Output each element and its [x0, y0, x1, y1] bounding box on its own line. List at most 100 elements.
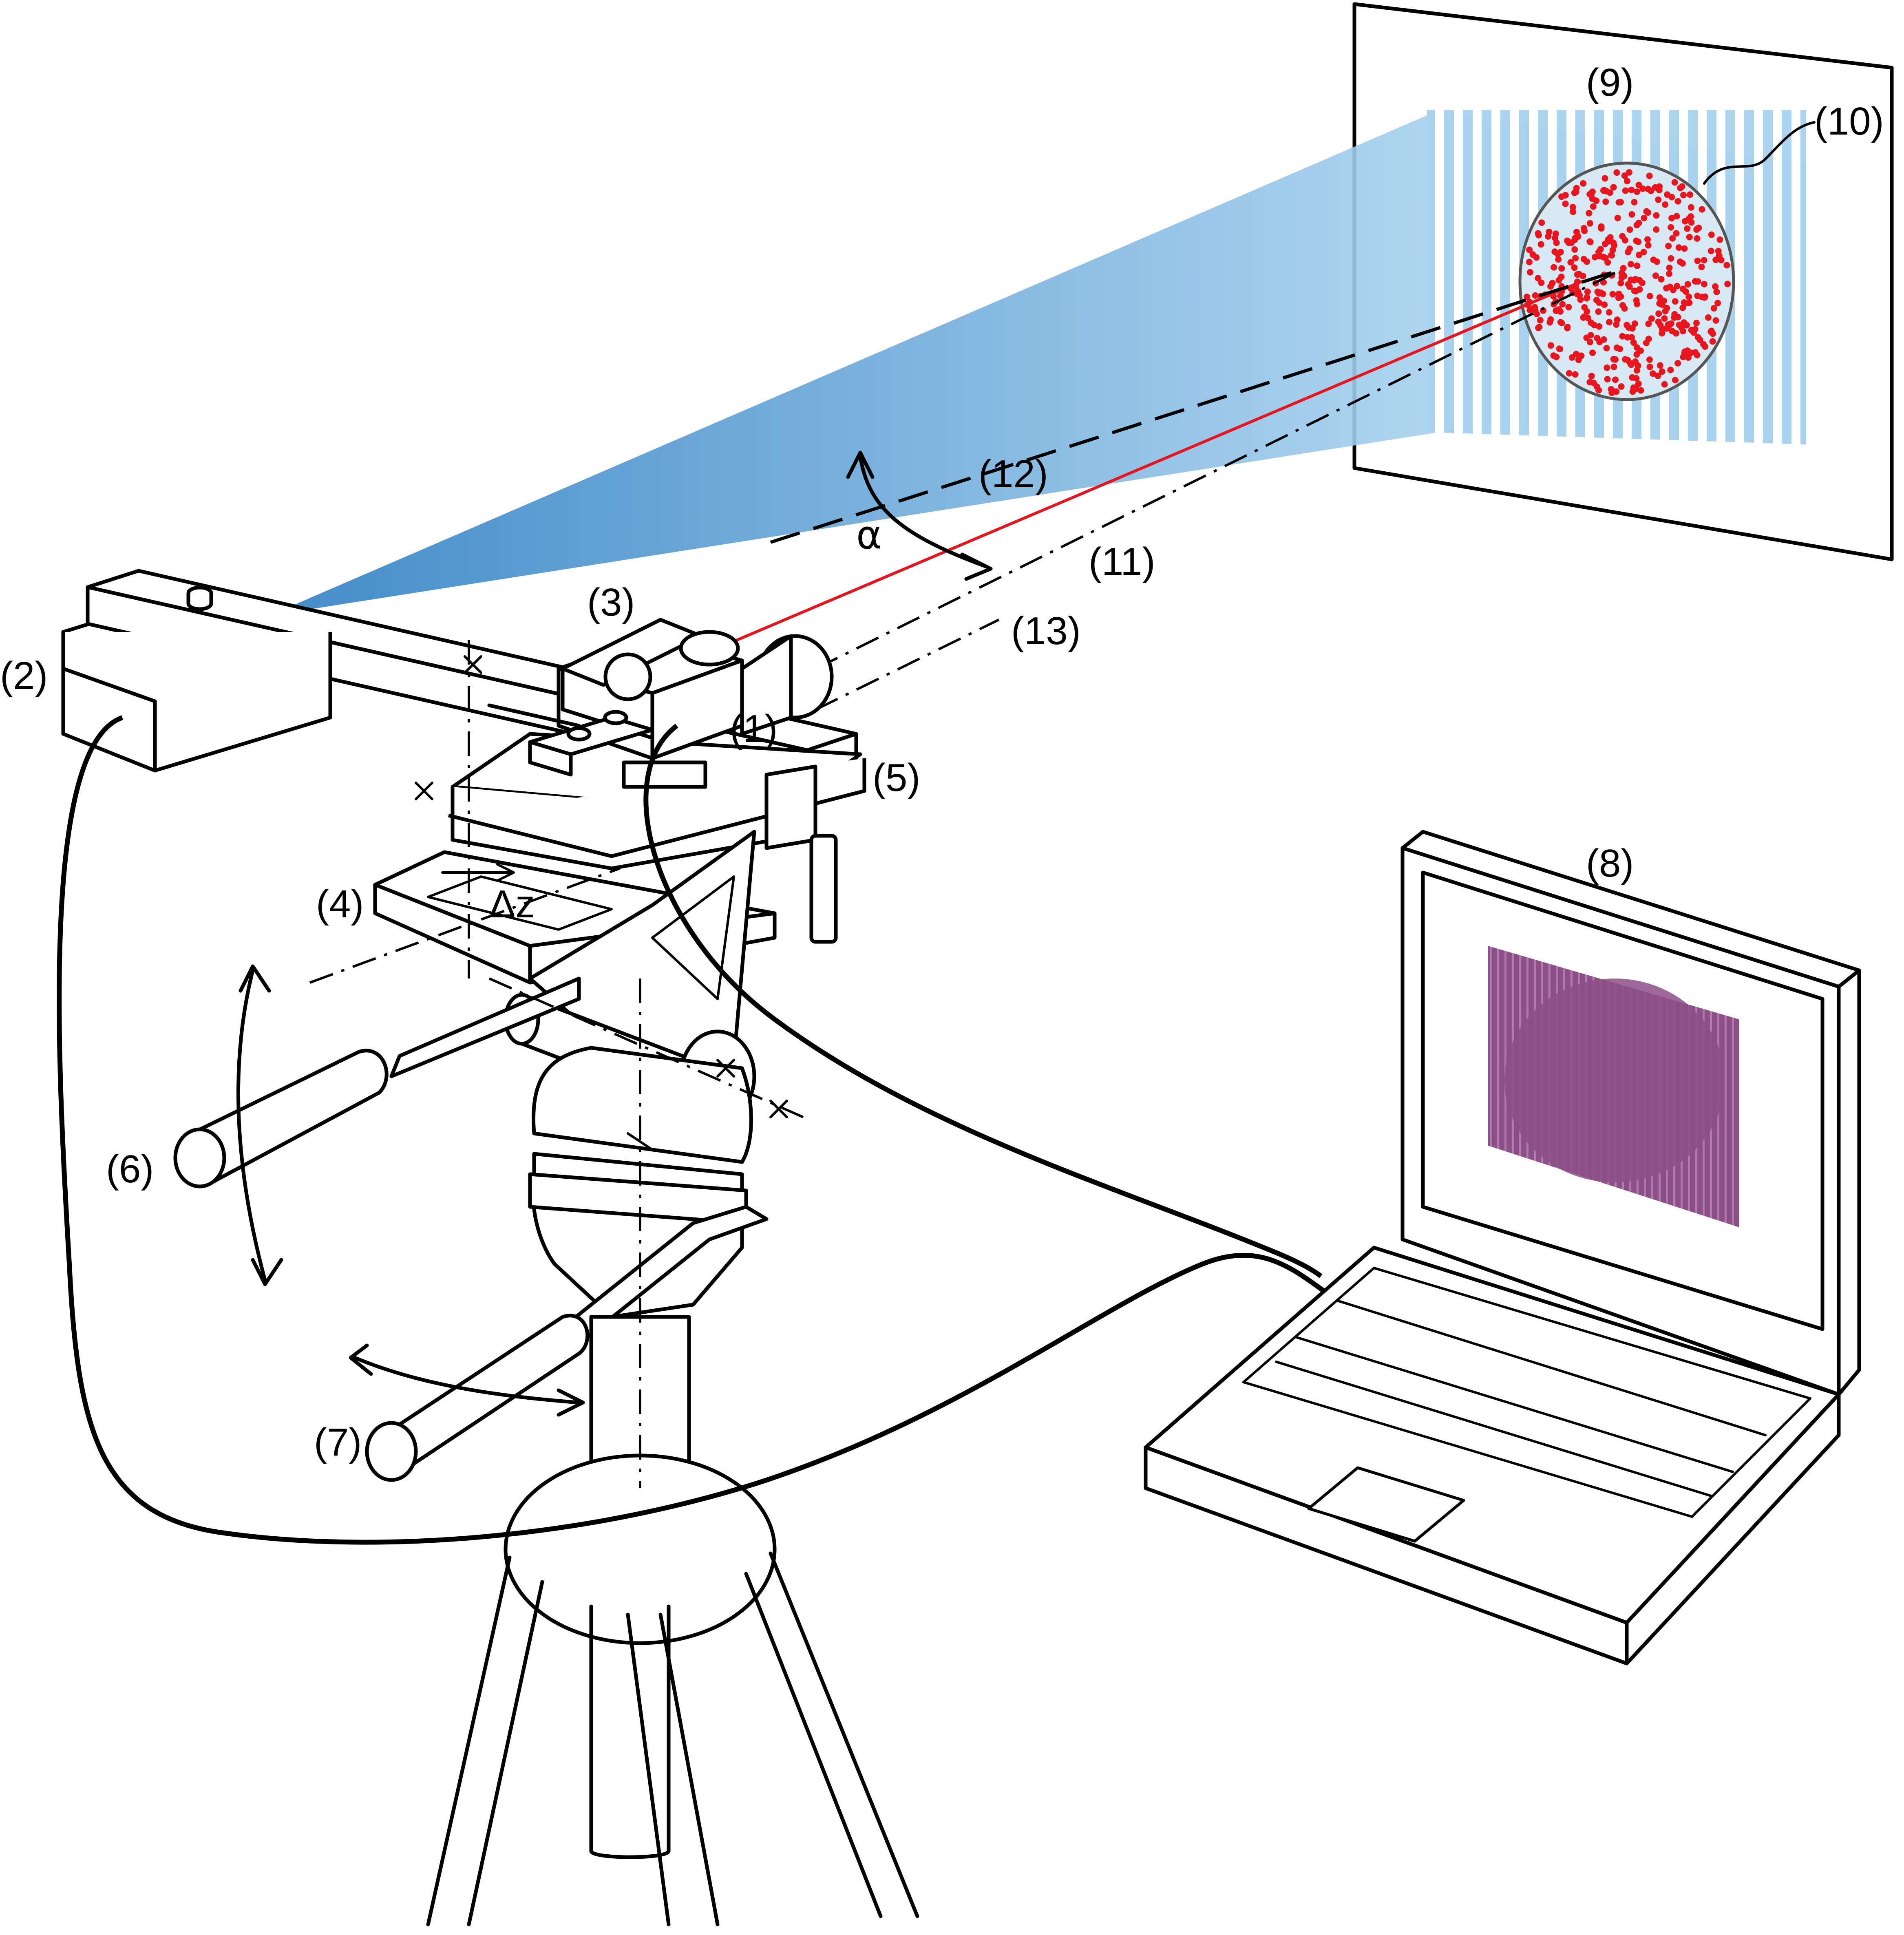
speckle-dot — [1606, 319, 1612, 326]
projector-axis — [770, 267, 1623, 544]
speckle-dot — [1665, 321, 1672, 328]
speckle-dot — [1712, 283, 1719, 290]
speckle-dot — [1532, 292, 1539, 299]
speckle-dot — [1626, 245, 1633, 252]
speckle-dot — [1673, 213, 1680, 220]
speckle-dot — [1565, 304, 1572, 311]
speckle-dot — [1708, 231, 1715, 238]
speckle-dot — [1602, 198, 1609, 205]
speckle-dot — [1552, 234, 1558, 241]
monitor-image — [1488, 946, 1739, 1227]
speckle-dot — [1604, 376, 1611, 382]
speckle-dot — [1674, 360, 1681, 367]
projector-unit — [561, 618, 740, 740]
speckle-dot — [1594, 335, 1601, 342]
speckle-dot — [1631, 199, 1638, 205]
speckle-dot — [1668, 224, 1674, 231]
speckle-dot — [1553, 353, 1560, 360]
speckle-dot — [1665, 243, 1672, 250]
speckle-dot — [1688, 204, 1694, 211]
speckle-dot — [1653, 258, 1660, 265]
label-laser: (12) — [979, 452, 1048, 496]
speckle-dot — [1668, 255, 1674, 262]
speckle-dot — [1557, 346, 1564, 353]
speckle-dot — [1588, 373, 1595, 380]
speckle-dot — [1636, 252, 1643, 258]
speckle-dot — [1694, 257, 1701, 264]
speckle-dot — [1612, 356, 1619, 363]
speckle-dot — [1583, 295, 1590, 302]
speckle-dot — [1641, 214, 1648, 221]
speckle-dot — [1529, 251, 1536, 258]
speckle-dot — [1681, 218, 1688, 225]
speckle-dot — [1535, 230, 1542, 237]
speckle-dot — [1670, 287, 1676, 294]
speckle-dot — [1581, 304, 1588, 311]
speckle-dot — [1698, 263, 1705, 270]
speckle-dot — [1533, 311, 1540, 317]
speckle-dot — [1624, 357, 1631, 364]
speckle-dot — [1601, 301, 1608, 308]
speckle-dot — [1583, 334, 1590, 341]
speckle-dot — [1535, 325, 1542, 331]
speckle-dot — [1555, 256, 1562, 263]
speckle-dot — [1626, 226, 1633, 233]
speckle-dot — [1683, 322, 1690, 329]
label-laptop: (8) — [1586, 842, 1634, 885]
label-speckle: (10) — [1814, 99, 1884, 143]
speckle-dot — [1681, 299, 1688, 306]
speckle-dot — [1598, 223, 1605, 230]
speckle-dot — [1656, 294, 1663, 301]
speckle-dot — [1528, 305, 1535, 312]
speckle-dot — [1718, 256, 1725, 263]
label-rail: (2) — [0, 654, 48, 698]
tripod-icon — [309, 640, 919, 1926]
speckle-dot — [1608, 389, 1615, 396]
speckle-dot — [1593, 296, 1600, 303]
speckle-dot — [1558, 320, 1565, 327]
speckle-dot — [1621, 172, 1628, 179]
speckle-dot — [1607, 234, 1614, 241]
speckle-dot — [1653, 212, 1660, 219]
speckle-dot — [1657, 362, 1663, 369]
label-screen: (9) — [1586, 61, 1634, 104]
speckle-dot — [1595, 249, 1602, 256]
speckle-dot — [1635, 219, 1642, 226]
speckle-dot — [1571, 264, 1578, 271]
speckle-dot — [1610, 363, 1617, 370]
speckle-dot — [1600, 336, 1607, 343]
speckle-dot — [1671, 314, 1678, 321]
speckle-dot — [1693, 320, 1700, 327]
speckle-dot — [1712, 317, 1719, 324]
speckle-dot — [1667, 367, 1674, 373]
label-pan-handle: (7) — [314, 1420, 362, 1464]
speckle-dot — [1695, 224, 1702, 231]
speckle-dot — [1584, 258, 1590, 265]
speckle-dot — [1569, 204, 1576, 210]
speckle-dot — [1668, 215, 1675, 221]
speckle-dot — [1662, 308, 1669, 315]
angle-alpha-arc — [846, 451, 993, 581]
speckle-dot — [1571, 246, 1578, 253]
speckle-dot — [1604, 364, 1610, 371]
speckle-dot — [1588, 319, 1595, 326]
speckle-dot — [1535, 275, 1542, 282]
speckle-dot — [1714, 300, 1721, 307]
speckle-dot — [1682, 288, 1689, 295]
speckle-dot — [1686, 191, 1693, 198]
speckle-dot — [1628, 261, 1635, 267]
speckle-dot — [1686, 234, 1693, 241]
speckle-dot — [1710, 305, 1717, 312]
speckle-dot — [1645, 320, 1652, 327]
speckle-dot — [1715, 247, 1722, 254]
speckle-dot — [1652, 272, 1659, 279]
label-alpha: α — [856, 512, 882, 558]
speckle-dot — [1702, 343, 1708, 350]
speckle-dot — [1618, 274, 1625, 281]
speckle-dot — [1701, 281, 1707, 287]
label-camera-bracket: (5) — [872, 756, 920, 800]
speckle-dot — [1619, 233, 1626, 240]
speckle-dot — [1524, 294, 1530, 300]
speckle-dot — [1692, 326, 1699, 333]
rotation-arrows — [236, 655, 788, 1417]
